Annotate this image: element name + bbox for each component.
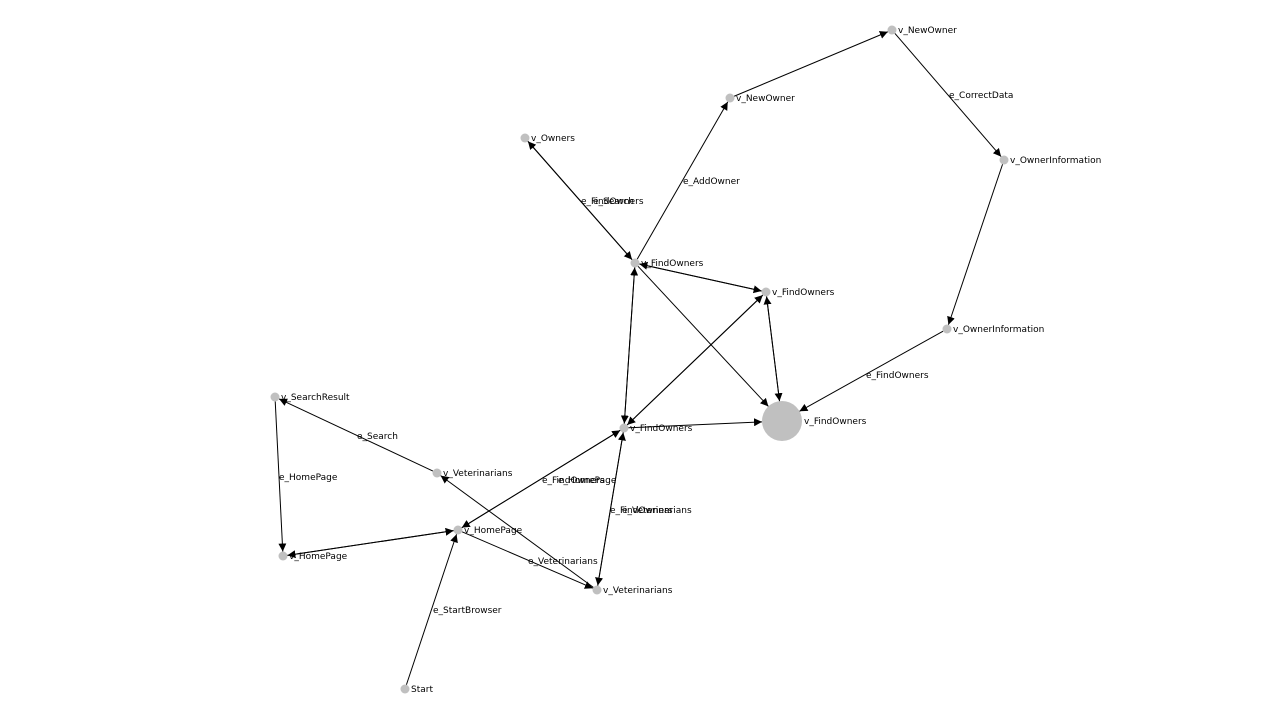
edge-findowners_d-to-findowners_c: [763, 296, 781, 402]
edge-label-vet_mid: e_Veterinarians: [528, 557, 598, 567]
edge-label-fo_owners_2: e_Search: [593, 197, 634, 207]
node-newowner_b[interactable]: [887, 25, 897, 35]
node-label-ownerinfo_b: v_OwnerInformation: [953, 325, 1044, 335]
node-vets_a[interactable]: [432, 468, 442, 478]
edge-newowner_a-to-newowner_b: [733, 31, 889, 97]
node-start[interactable]: [400, 684, 410, 694]
node-label-vets_b: v_Veterinarians: [603, 586, 673, 596]
node-findowners_c[interactable]: [761, 287, 771, 297]
edge-vets_a-to-searchresult: [278, 398, 434, 472]
node-label-findowners_a: v_FindOwners: [641, 259, 704, 269]
edge-newowner_b-to-ownerinfo_a: [894, 33, 1002, 157]
active-node-findowners_d[interactable]: [762, 401, 802, 441]
node-homepage_a[interactable]: [453, 525, 463, 535]
edge-label-hp_fo_2: e_HomePage: [558, 476, 617, 486]
edge-vets_b-to-vets_a: [440, 475, 594, 588]
node-searchresult[interactable]: [270, 392, 280, 402]
node-ownerinfo_b[interactable]: [942, 324, 952, 334]
node-homepage_b[interactable]: [278, 551, 288, 561]
node-findowners_b[interactable]: [619, 423, 629, 433]
edge-homepage_a-to-vets_b: [461, 531, 594, 589]
node-label-searchresult: v_SearchResult: [281, 393, 350, 403]
edge-findowners_b-to-homepage_a: [461, 429, 621, 529]
edge-ownerinfo_b-to-findowners_d: [799, 330, 944, 412]
edge-findowners_c-to-findowners_b: [626, 294, 764, 426]
edge-findowners_b-to-findowners_d: [628, 418, 763, 429]
edge-ownerinfo_a-to-ownerinfo_b: [947, 164, 1004, 325]
node-label-newowner_b: v_NewOwner: [898, 26, 957, 36]
edge-searchresult-to-homepage_b: [274, 401, 287, 552]
node-ownerinfo_a[interactable]: [999, 155, 1009, 165]
edge-homepage_b-to-homepage_a: [287, 527, 454, 556]
edge-label-search: e_Search: [357, 432, 398, 442]
nodes: [270, 25, 1009, 694]
edge-label-hp_fo_1: e_FindOwners: [542, 476, 605, 486]
node-owners[interactable]: [520, 133, 530, 143]
edge-label-addowner: e_AddOwner: [683, 177, 740, 187]
edge-label-correctdata: e_CorrectData: [949, 91, 1013, 101]
edge-findowners_c-to-findowners_a: [639, 261, 762, 292]
edge-label-fo_owners_1: e_FindOwners: [581, 197, 644, 207]
edges: [274, 31, 1004, 685]
edge-owners-to-findowners_a: [527, 141, 633, 260]
node-label-ownerinfo_a: v_OwnerInformation: [1010, 156, 1101, 166]
node-labels: Startv_HomePagev_HomePagev_SearchResultv…: [281, 26, 1101, 695]
node-label-homepage_b: v_HomePage: [289, 552, 348, 562]
edge-findowners_a-to-findowners_d: [637, 265, 769, 407]
edge-label-homepage: e_HomePage: [279, 473, 338, 483]
node-label-findowners_d: v_FindOwners: [804, 417, 867, 427]
node-label-start: Start: [411, 685, 433, 695]
node-label-newowner_a: v_NewOwner: [736, 94, 795, 104]
edge-findowners_a-to-newowner_a: [636, 101, 729, 260]
node-label-findowners_c: v_FindOwners: [772, 288, 835, 298]
edge-label-oi_fo: e_FindOwners: [866, 371, 929, 381]
node-findowners_a[interactable]: [630, 258, 640, 268]
edge-vets_b-to-findowners_b: [597, 432, 626, 586]
node-label-vets_a: v_Veterinarians: [443, 469, 513, 479]
edge-findowners_a-to-findowners_b: [620, 267, 636, 424]
edge-start-to-homepage_a: [405, 534, 458, 685]
edge-labels: e_StartBrowser e_HomePage e_Search e_Veteri…: [279, 91, 1013, 616]
edge-label-fo_vets_1: e_FindOwners: [610, 506, 673, 516]
node-label-findowners_b: v_FindOwners: [630, 424, 693, 434]
node-newowner_a[interactable]: [725, 93, 735, 103]
node-label-owners: v_Owners: [531, 134, 575, 144]
node-vets_b[interactable]: [592, 585, 602, 595]
edge-label-fo_vets_2: e_Veterinarians: [622, 506, 692, 516]
edge-label-startbrowser: e_StartBrowser: [433, 606, 502, 616]
node-label-homepage_a: v_HomePage: [464, 526, 523, 536]
